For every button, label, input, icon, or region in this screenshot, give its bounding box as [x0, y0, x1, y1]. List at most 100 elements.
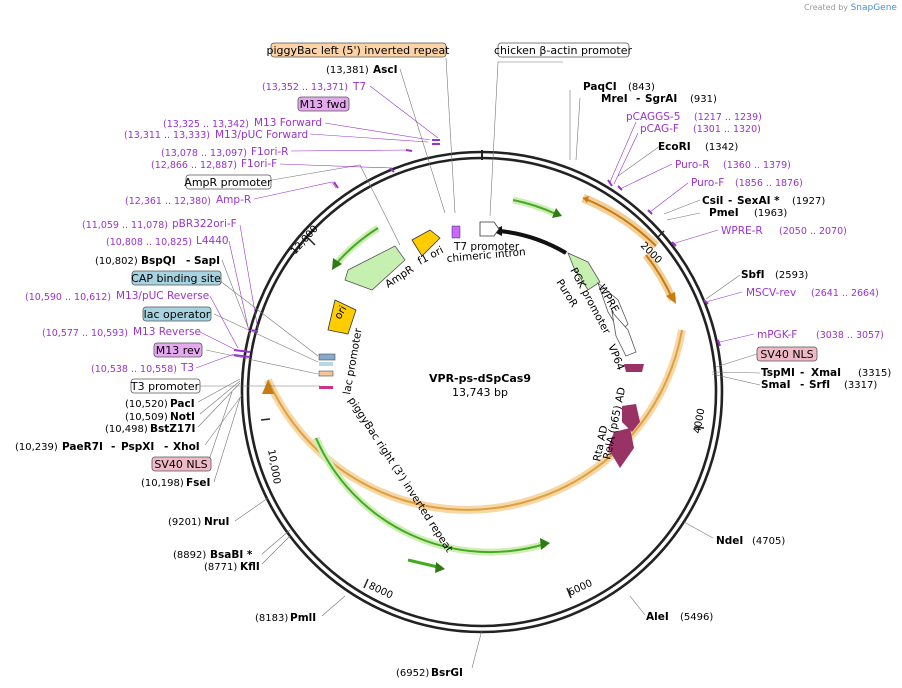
- enzyme-kfli: (8771) KflI: [204, 561, 260, 573]
- box-t3-promoter: T3 promoter: [130, 378, 201, 394]
- svg-text:BspQI: BspQI: [141, 255, 176, 267]
- svg-text:M13/pUC Forward: M13/pUC Forward: [215, 129, 308, 141]
- lac-operator-shape: [319, 362, 333, 366]
- svg-text:F1ori-R: F1ori-R: [251, 146, 288, 158]
- svg-text:BsaBI *: BsaBI *: [210, 549, 253, 561]
- enzyme-smai: SmaI - SrfI (3317): [761, 379, 877, 391]
- enzyme-noti: (10,509) NotI: [125, 411, 195, 423]
- svg-text:-: -: [186, 255, 190, 267]
- svg-text:(10,498): (10,498): [105, 424, 148, 435]
- svg-text:PspXI: PspXI: [121, 441, 154, 453]
- svg-text:(8183): (8183): [255, 613, 288, 624]
- p65-shape: [622, 404, 640, 432]
- svg-text:(1342): (1342): [705, 142, 738, 153]
- svg-text:(13,325 .. 13,342): (13,325 .. 13,342): [163, 119, 249, 130]
- svg-text:(10,577 .. 10,593): (10,577 .. 10,593): [42, 328, 128, 339]
- primer-f1ori-f: (12,866 .. 12,887) F1ori-F: [151, 158, 277, 171]
- primer-pbr322ori-f: (11,059 .. 11,078) pBR322ori-F: [82, 218, 237, 231]
- primer-pcaggs-5: pCAGGS-5 (1217 .. 1239): [626, 111, 762, 123]
- svg-text:(8771): (8771): [204, 562, 237, 573]
- svg-text:mPGK-F: mPGK-F: [757, 329, 797, 341]
- svg-text:pCAG-F: pCAG-F: [640, 123, 679, 135]
- primer-wpre-r: WPRE-R (2050 .. 2070): [721, 225, 847, 237]
- lac-promoter-label: lac promoter: [341, 327, 365, 396]
- box-lac-operator: lac operator: [142, 306, 212, 322]
- enzyme-mrei: MreI - SgrAI (931): [601, 93, 717, 105]
- svg-text:MreI: MreI: [601, 93, 628, 105]
- svg-text:(1856 .. 1876): (1856 .. 1876): [735, 178, 803, 189]
- svg-text:T7: T7: [352, 81, 366, 93]
- svg-text:-: -: [728, 195, 732, 207]
- enzyme-ndei: NdeI (4705): [716, 535, 785, 547]
- svg-text:(10,590 .. 10,612): (10,590 .. 10,612): [25, 292, 111, 303]
- svg-text:pCAGGS-5: pCAGGS-5: [626, 111, 680, 123]
- plasmid-name: VPR-ps-dSpCas9: [429, 372, 531, 385]
- green-short-arrowhead: [435, 562, 445, 573]
- svg-text:6000: 6000: [567, 578, 595, 599]
- green-arc-top-arrowhead: [552, 208, 562, 218]
- green-arc-bottom-bg: [312, 436, 547, 556]
- sv40-left-shape: [319, 386, 333, 389]
- svg-text:WPRE-R: WPRE-R: [721, 225, 763, 237]
- svg-text:SbfI: SbfI: [741, 269, 765, 281]
- orange-short-arrowhead: [666, 292, 676, 304]
- svg-text:M13 Forward: M13 Forward: [254, 117, 322, 129]
- vp64-shape: [624, 364, 644, 372]
- svg-text:XhoI: XhoI: [173, 441, 200, 453]
- svg-text:(5496): (5496): [680, 612, 713, 623]
- primer-m13-reverse: (10,577 .. 10,593) M13 Reverse: [42, 326, 201, 339]
- svg-text:M13 fwd: M13 fwd: [300, 98, 347, 111]
- svg-text:(10,808 .. 10,825): (10,808 .. 10,825): [106, 237, 192, 248]
- svg-text:lac operator: lac operator: [144, 308, 211, 321]
- enzyme-bstz17i: (10,498) BstZ17I: [105, 423, 195, 435]
- enzyme-pmli: (8183) PmlI: [255, 612, 316, 624]
- svg-text:4000: 4000: [692, 408, 707, 435]
- svg-text:NdeI: NdeI: [716, 535, 743, 547]
- enzyme-asci: (13,381) AscI: [326, 64, 398, 76]
- enzyme-alei: AleI (5496): [646, 611, 713, 623]
- t7-promoter-shape: [479, 221, 500, 237]
- svg-text:(13,311 .. 13,333): (13,311 .. 13,333): [124, 130, 210, 141]
- svg-text:(12,361 .. 12,380): (12,361 .. 12,380): [125, 196, 211, 207]
- green-arc-left-arrowhead: [332, 258, 342, 270]
- green-arc-bottom-arrowhead: [540, 538, 550, 550]
- lac-promoter-shape: [318, 370, 334, 377]
- svg-text:(2050 .. 2070): (2050 .. 2070): [779, 226, 847, 237]
- box-m13-rev: M13 rev: [153, 342, 203, 358]
- enzyme-bsabi: (8892) BsaBI *: [173, 549, 253, 561]
- svg-text:(10,520): (10,520): [125, 399, 168, 410]
- svg-text:chicken β-actin promoter: chicken β-actin promoter: [494, 44, 632, 57]
- svg-text:pBR322ori-F: pBR322ori-F: [172, 218, 237, 230]
- svg-text:M13/pUC Reverse: M13/pUC Reverse: [116, 290, 209, 302]
- svg-text:SexAI *: SexAI *: [737, 195, 780, 207]
- svg-text:CsiI: CsiI: [702, 195, 723, 207]
- svg-text:BstZ17I: BstZ17I: [150, 423, 195, 435]
- svg-text:PmeI: PmeI: [709, 207, 739, 219]
- svg-text:(2641 .. 2664): (2641 .. 2664): [811, 288, 879, 299]
- svg-text:(4705): (4705): [752, 536, 785, 547]
- piggybac-left-arc: [582, 197, 657, 247]
- svg-text:FseI: FseI: [186, 477, 210, 489]
- m13-site-shape: [451, 225, 461, 239]
- svg-text:(1301 .. 1320): (1301 .. 1320): [693, 124, 761, 135]
- primer-leader-lines: [195, 85, 755, 369]
- svg-text:AleI: AleI: [646, 611, 669, 623]
- primer-m13-puc-forward: (13,311 .. 13,333) M13/pUC Forward: [124, 129, 308, 141]
- svg-text:AmpR promoter: AmpR promoter: [184, 176, 272, 189]
- plasmid-size: 13,743 bp: [452, 386, 508, 399]
- svg-text:(1927): (1927): [792, 196, 825, 207]
- box-m13-fwd: M13 fwd: [297, 96, 350, 112]
- svg-text:TspMI: TspMI: [761, 367, 795, 379]
- svg-text:(13,381): (13,381): [326, 65, 369, 76]
- leader-lines: [197, 57, 761, 669]
- svg-text:XmaI: XmaI: [811, 367, 841, 379]
- f1-ori-shape: [411, 229, 441, 257]
- svg-text:L4440: L4440: [196, 235, 229, 247]
- puror-shape: [567, 252, 601, 291]
- primer-m13-forward: (13,325 .. 13,342) M13 Forward: [163, 117, 322, 130]
- svg-text:M13 Reverse: M13 Reverse: [133, 326, 201, 338]
- cap-site-shape: [318, 353, 336, 361]
- primer-mscv-rev: MSCV-rev (2641 .. 2664): [746, 287, 879, 299]
- svg-text:AscI: AscI: [373, 64, 398, 76]
